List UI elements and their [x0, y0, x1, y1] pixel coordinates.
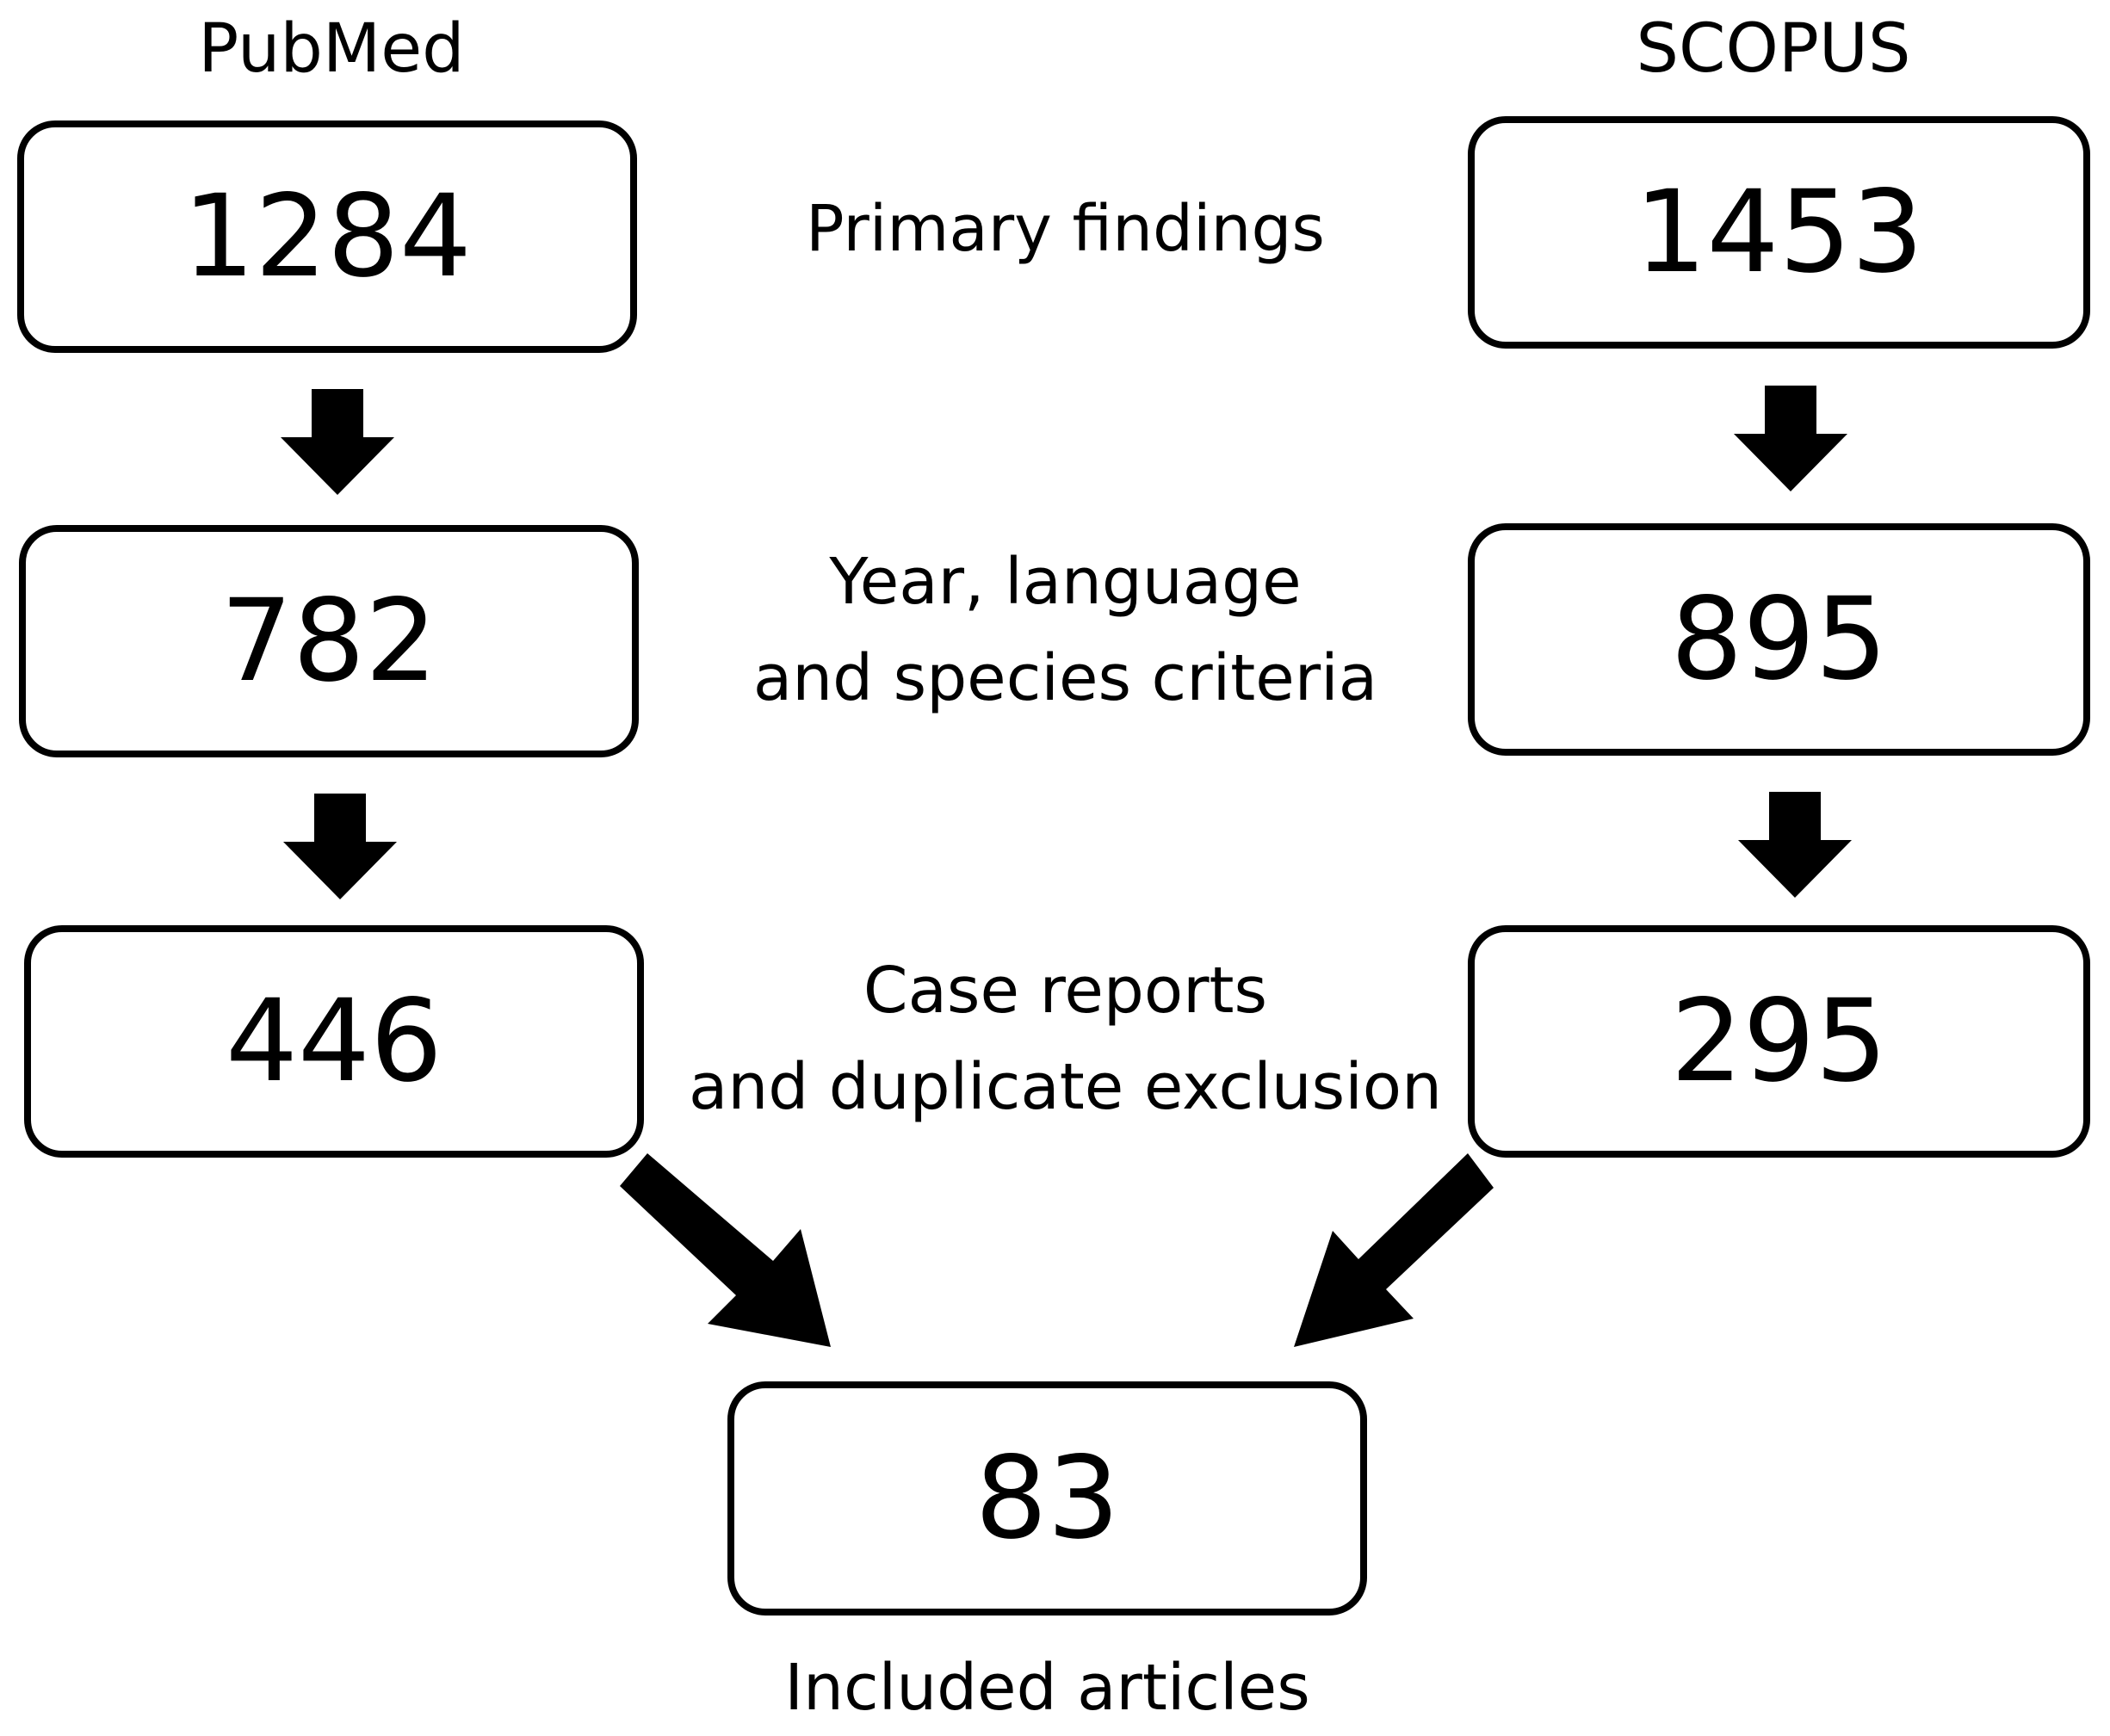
scopus-primary-count: 1453	[1634, 166, 1924, 299]
stage-label-line: Primary findings	[806, 192, 1325, 266]
diagonal-arrow-icon	[620, 1153, 831, 1347]
down-arrow-icon	[1738, 792, 1852, 898]
scopus-exclusion-box: 295	[1468, 925, 2090, 1158]
diagonal-arrow-icon	[1294, 1153, 1494, 1347]
pubmed-primary-count: 1284	[183, 170, 472, 303]
pubmed-criteria-count: 782	[220, 575, 437, 707]
pubmed-primary-box: 1284	[17, 120, 637, 353]
stage-label-line: and duplicate exclusion	[689, 1050, 1442, 1124]
stage-label-exclusion: Case reports and duplicate exclusion	[654, 942, 1476, 1135]
included-articles-box: 83	[727, 1381, 1367, 1616]
stage-label-line: Case reports	[863, 954, 1268, 1028]
stage-label-line: Year, language	[829, 545, 1302, 619]
down-arrow-icon	[1734, 386, 1847, 491]
scopus-criteria-box: 895	[1468, 523, 2090, 756]
stage-label-line: and species criteria	[752, 641, 1378, 715]
included-articles-count: 83	[975, 1432, 1120, 1565]
included-articles-label: Included articles	[784, 1651, 1310, 1725]
scopus-exclusion-count: 295	[1670, 975, 1888, 1108]
stage-label-primary: Primary findings	[715, 181, 1416, 277]
pubmed-exclusion-count: 446	[226, 975, 442, 1108]
down-arrow-icon	[283, 794, 397, 899]
scopus-header: SCOPUS	[1636, 10, 1911, 88]
pubmed-criteria-box: 782	[19, 525, 639, 757]
pubmed-header: PubMed	[198, 10, 465, 88]
scopus-criteria-count: 895	[1670, 573, 1888, 706]
scopus-primary-box: 1453	[1468, 116, 2090, 349]
pubmed-exclusion-box: 446	[24, 925, 644, 1158]
down-arrow-icon	[281, 389, 394, 495]
stage-label-criteria: Year, language and species criteria	[715, 534, 1416, 726]
